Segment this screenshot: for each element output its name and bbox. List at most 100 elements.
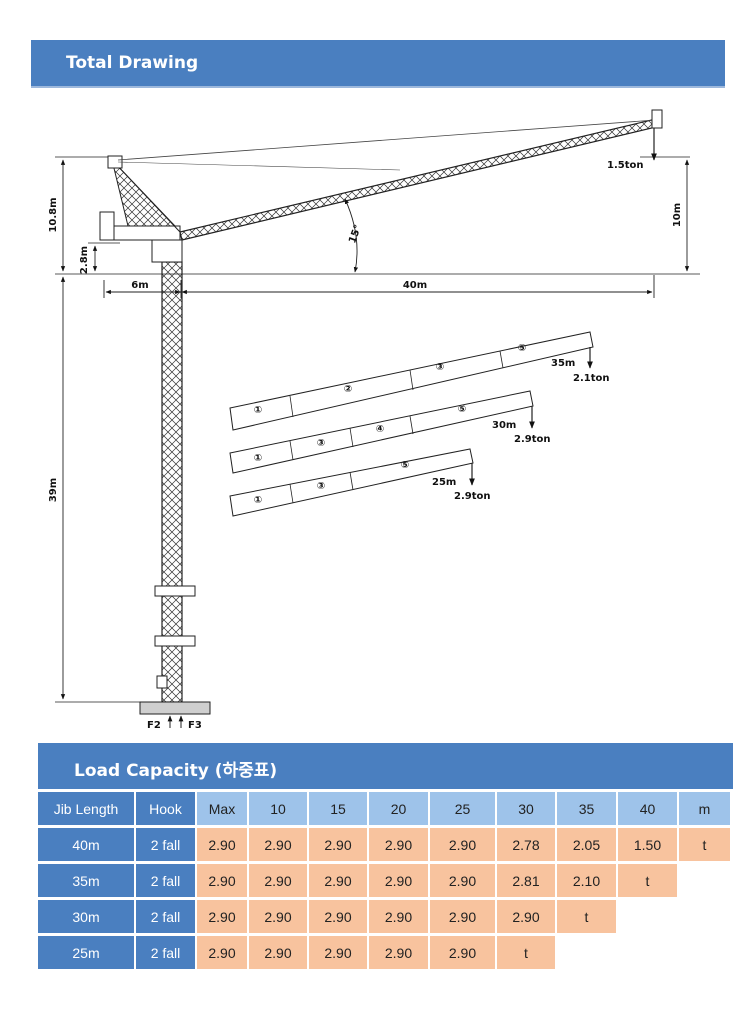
row-hook: 2 fall — [136, 828, 197, 864]
capacity-cell: 2.90 — [197, 828, 249, 864]
slewing-unit — [99, 155, 183, 263]
capacity-cell: 1.50 — [618, 828, 679, 864]
capacity-cell: 2.78 — [497, 828, 557, 864]
row-hook: 2 fall — [136, 864, 197, 900]
capacity-cell: 2.90 — [369, 900, 430, 936]
jib-ton: 2.9ton — [514, 434, 550, 445]
row-hook: 2 fall — [136, 900, 197, 936]
column-header-radius: 35 — [557, 792, 618, 828]
table-row: 30m 2 fall 2.90 2.90 2.90 2.90 2.90 2.90… — [38, 900, 732, 936]
row-jib: 25m — [38, 936, 136, 972]
section-label: ③ — [317, 438, 325, 449]
capacity-cell: 2.90 — [197, 864, 249, 900]
tower-mast — [139, 261, 211, 715]
capacity-cell: 2.90 — [430, 864, 497, 900]
jib-length: 35m — [551, 358, 575, 369]
section-title: Load Capacity (하중표) — [74, 761, 278, 781]
capacity-cell: 2.90 — [369, 936, 430, 972]
table-header-row: Jib Length Hook Max 10 15 20 25 30 35 40… — [38, 792, 732, 828]
row-jib: 35m — [38, 864, 136, 900]
angle-arc — [344, 198, 359, 273]
column-header-jib: Jib Length — [38, 792, 136, 828]
jib-ton: 2.9ton — [454, 491, 490, 502]
empty-cell — [557, 936, 618, 972]
section-label: ② — [344, 384, 352, 395]
capacity-unit: t — [679, 828, 732, 864]
column-header-radius: 25 — [430, 792, 497, 828]
tip-load: 1.5ton — [607, 160, 643, 171]
section-label: ③ — [436, 362, 444, 373]
load-capacity-table: Jib Length Hook Max 10 15 20 25 30 35 40… — [38, 792, 732, 972]
section-label: ④ — [376, 424, 384, 435]
load-capacity-header: Load Capacity (하중표) — [38, 743, 733, 789]
header-underline — [31, 86, 725, 88]
capacity-unit: t — [497, 936, 557, 972]
row-jib: 30m — [38, 900, 136, 936]
jib-config-25m: ① ③ ⑤ 25m 2.9ton — [229, 448, 490, 517]
capacity-cell: 2.05 — [557, 828, 618, 864]
table-row: 35m 2 fall 2.90 2.90 2.90 2.90 2.90 2.81… — [38, 864, 732, 900]
capacity-unit: t — [557, 900, 618, 936]
force-f2: F2 — [147, 720, 161, 731]
crane-drawing: 10.8m 2.8m 39m 10m 6m 40m 15° 1.5ton F2 … — [48, 109, 700, 731]
jib-config-35m: ① ② ③ ⑤ 35m 2.1ton — [229, 331, 609, 431]
capacity-cell: 2.90 — [430, 900, 497, 936]
section-label: ③ — [317, 481, 325, 492]
empty-cell — [679, 900, 732, 936]
capacity-cell: 2.90 — [430, 936, 497, 972]
capacity-cell: 2.90 — [249, 936, 309, 972]
column-header-radius: 20 — [369, 792, 430, 828]
capacity-cell: 2.90 — [249, 864, 309, 900]
row-hook: 2 fall — [136, 936, 197, 972]
dim-2-8m: 2.8m — [79, 246, 90, 274]
column-header-radius: 40 — [618, 792, 679, 828]
capacity-cell: 2.90 — [309, 936, 369, 972]
capacity-cell: 2.90 — [430, 828, 497, 864]
jib-config-30m: ① ③ ④ ⑤ 30m 2.9ton — [229, 390, 550, 474]
luffing-jib — [117, 109, 663, 241]
empty-cell — [618, 936, 679, 972]
capacity-cell: 2.90 — [249, 900, 309, 936]
column-header-unit: m — [679, 792, 732, 828]
dim-40m: 40m — [403, 280, 427, 291]
section-label: ⑤ — [401, 460, 409, 471]
section-title: Total Drawing — [66, 53, 199, 73]
capacity-cell: 2.81 — [497, 864, 557, 900]
table-row: 40m 2 fall 2.90 2.90 2.90 2.90 2.90 2.78… — [38, 828, 732, 864]
dim-10m: 10m — [672, 203, 683, 227]
section-label: ① — [254, 495, 262, 506]
dim-39m: 39m — [48, 478, 59, 502]
dim-6m: 6m — [131, 280, 148, 291]
row-jib: 40m — [38, 828, 136, 864]
capacity-cell: 2.90 — [197, 900, 249, 936]
force-f3: F3 — [188, 720, 202, 731]
capacity-unit: t — [618, 864, 679, 900]
table-row: 25m 2 fall 2.90 2.90 2.90 2.90 2.90 t — [38, 936, 732, 972]
capacity-cell: 2.90 — [309, 828, 369, 864]
dim-10-8m: 10.8m — [48, 197, 59, 232]
angle-15: 15° — [347, 223, 364, 245]
empty-cell — [618, 900, 679, 936]
column-header-radius: 15 — [309, 792, 369, 828]
capacity-cell: 2.90 — [197, 936, 249, 972]
section-label: ⑤ — [518, 343, 526, 354]
section-label: ① — [254, 405, 262, 416]
section-label: ① — [254, 453, 262, 464]
total-drawing-header: Total Drawing — [31, 40, 725, 86]
column-header-hook: Hook — [136, 792, 197, 828]
jib-length: 30m — [492, 420, 516, 431]
column-header-radius: 10 — [249, 792, 309, 828]
capacity-cell: 2.90 — [497, 900, 557, 936]
empty-cell — [679, 864, 732, 900]
capacity-cell: 2.90 — [369, 864, 430, 900]
column-header-radius: 30 — [497, 792, 557, 828]
column-header-radius: Max — [197, 792, 249, 828]
capacity-cell: 2.90 — [309, 864, 369, 900]
capacity-cell: 2.90 — [249, 828, 309, 864]
capacity-cell: 2.10 — [557, 864, 618, 900]
section-label: ⑤ — [458, 404, 466, 415]
jib-length: 25m — [432, 477, 456, 488]
jib-ton: 2.1ton — [573, 373, 609, 384]
capacity-cell: 2.90 — [309, 900, 369, 936]
capacity-cell: 2.90 — [369, 828, 430, 864]
